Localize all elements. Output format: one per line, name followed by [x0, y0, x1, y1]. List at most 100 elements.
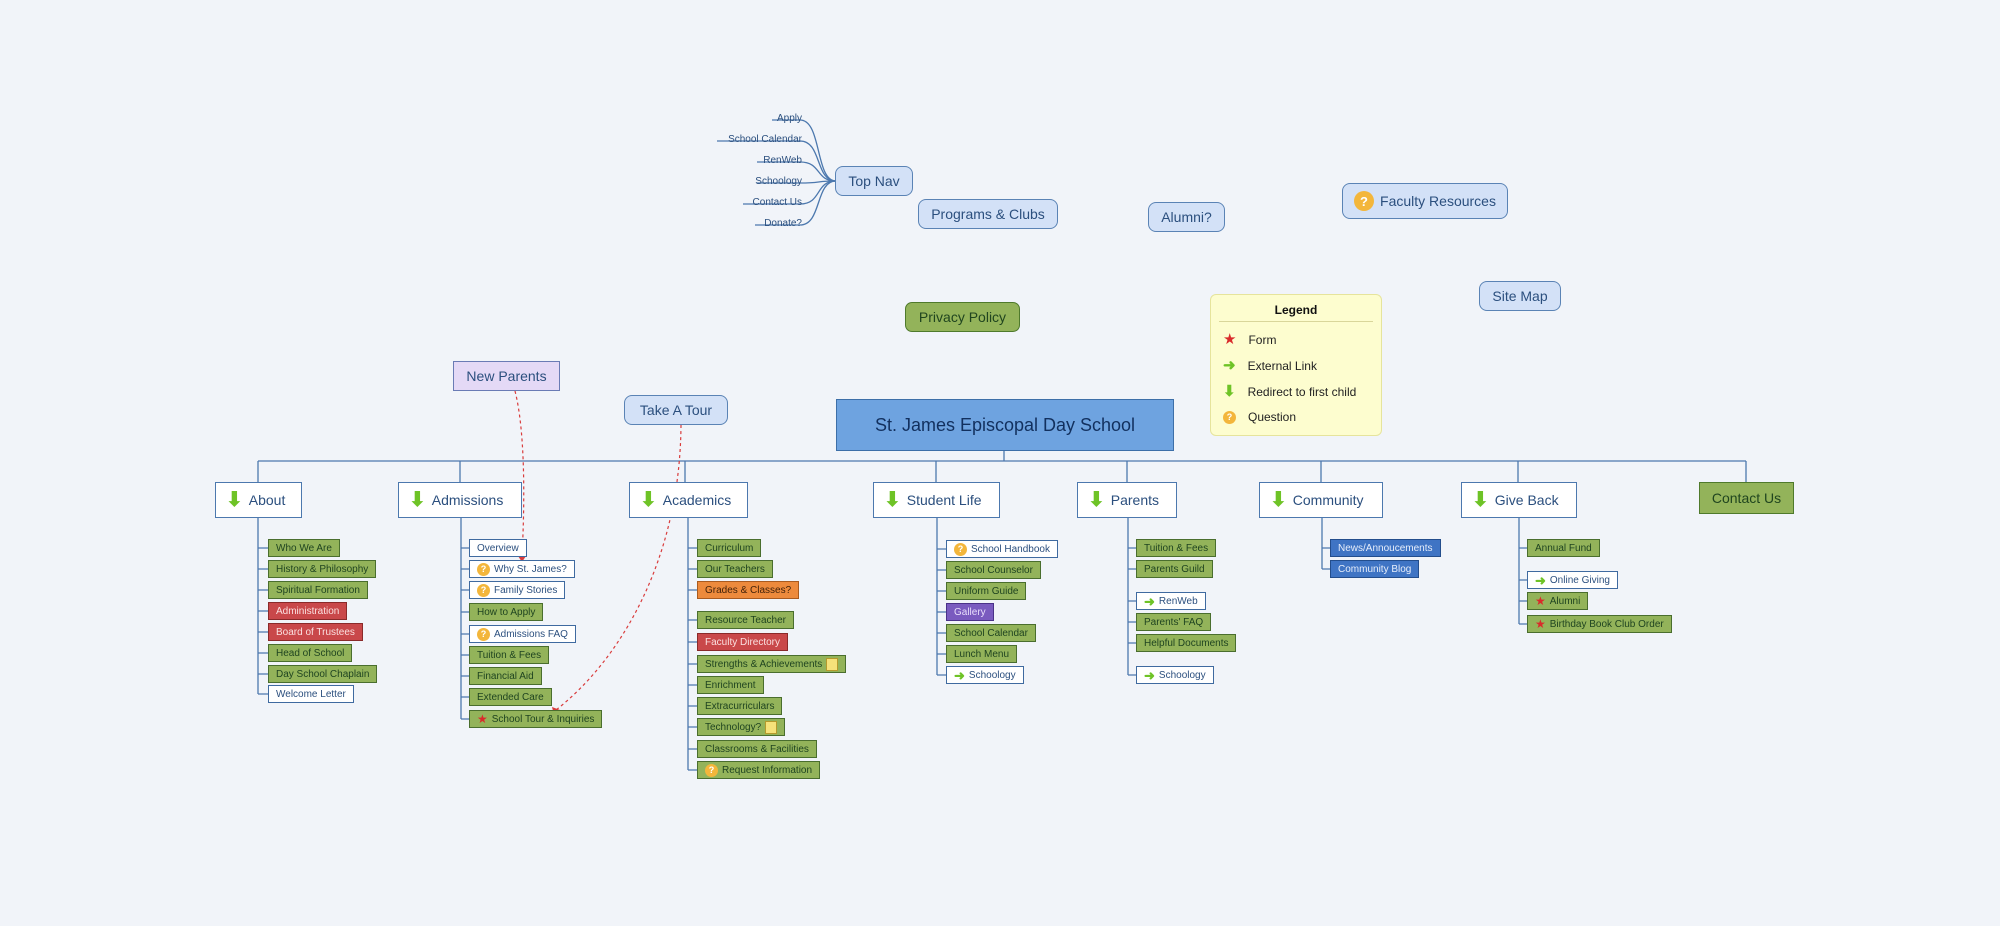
academics-child[interactable]: Grades & Classes? [697, 581, 800, 599]
root-node[interactable]: St. James Episcopal Day School [836, 399, 1174, 451]
branch-label: Student Life [906, 492, 982, 508]
child-label: Day School Chaplain [276, 668, 370, 680]
child-label: Administration [276, 605, 340, 617]
question-icon: ? [1223, 410, 1236, 424]
about-child[interactable]: Who We Are [268, 539, 340, 557]
child-label: Parents' FAQ [1144, 616, 1204, 628]
student-life-child[interactable]: School Counselor [946, 561, 1041, 579]
parents-child[interactable]: Tuition & Fees [1136, 539, 1217, 557]
child-label: Extracurriculars [705, 700, 775, 712]
academics-child[interactable]: Curriculum [697, 539, 762, 557]
academics-child[interactable]: Classrooms & Facilities [697, 740, 817, 758]
about-child[interactable]: Day School Chaplain [268, 665, 378, 683]
academics-child[interactable]: ?Request Information [697, 761, 821, 779]
admissions-child[interactable]: ?Admissions FAQ [469, 625, 576, 643]
child-label: RenWeb [1158, 595, 1198, 607]
admissions-child[interactable]: How to Apply [469, 603, 544, 621]
top-nav-item[interactable]: Contact Us [752, 197, 802, 208]
arrow-down-icon: ⬇ [226, 489, 243, 511]
academics-child[interactable]: Resource Teacher [697, 611, 794, 629]
question-icon: ? [1354, 191, 1375, 211]
branch-academics[interactable]: ⬇ Academics [629, 482, 748, 518]
admissions-child[interactable]: Tuition & Fees [469, 646, 550, 664]
child-label: Spiritual Formation [276, 584, 360, 596]
academics-child[interactable]: Our Teachers [697, 560, 773, 578]
new-parents-node[interactable]: New Parents [453, 361, 560, 391]
about-child[interactable]: Spiritual Formation [268, 581, 368, 599]
arrow-down-icon: ⬇ [640, 489, 657, 511]
site-map-node[interactable]: Site Map [1479, 281, 1561, 311]
academics-child[interactable]: Extracurriculars [697, 697, 783, 715]
arrow-right-icon: ➜ [954, 667, 965, 683]
admissions-child[interactable]: Overview [469, 539, 527, 557]
admissions-child[interactable]: ★School Tour & Inquiries [469, 710, 603, 728]
arrow-down-icon: ⬇ [1088, 489, 1105, 511]
top-nav-item[interactable]: RenWeb [763, 155, 802, 166]
about-child[interactable]: History & Philosophy [268, 560, 377, 578]
parents-child[interactable]: ➜Schoology [1136, 666, 1214, 684]
take-a-tour-node[interactable]: Take A Tour [624, 395, 728, 425]
child-label: Community Blog [1338, 563, 1412, 575]
branch-give-back[interactable]: ⬇ Give Back [1461, 482, 1577, 518]
question-icon: ? [954, 542, 967, 556]
give-back-child[interactable]: ★Birthday Book Club Order [1527, 615, 1672, 633]
child-label: News/Annoucements [1338, 542, 1433, 554]
student-life-child[interactable]: Lunch Menu [946, 645, 1018, 663]
branch-admissions[interactable]: ⬇ Admissions [398, 482, 522, 518]
about-child[interactable]: Head of School [268, 644, 353, 662]
academics-child[interactable]: Faculty Directory [697, 633, 789, 651]
child-label: Who We Are [276, 542, 332, 554]
star-icon: ★ [477, 712, 488, 726]
student-life-child[interactable]: ➜Schoology [946, 666, 1024, 684]
admissions-child[interactable]: Extended Care [469, 688, 552, 706]
parents-child[interactable]: Helpful Documents [1136, 634, 1237, 652]
branch-about[interactable]: ⬇ About [215, 482, 302, 518]
student-life-child[interactable]: Uniform Guide [946, 582, 1027, 600]
admissions-child[interactable]: ?Family Stories [469, 581, 566, 599]
legend-row: ⬇ Redirect to first child [1223, 384, 1381, 399]
parents-child[interactable]: Parents Guild [1136, 560, 1213, 578]
privacy-policy-node[interactable]: Privacy Policy [905, 302, 1020, 332]
top-nav-node[interactable]: Top Nav [835, 166, 913, 196]
community-child[interactable]: Community Blog [1330, 560, 1420, 578]
student-life-child[interactable]: Gallery [946, 603, 994, 621]
question-icon: ? [477, 562, 490, 576]
student-life-child[interactable]: ?School Handbook [946, 540, 1058, 558]
top-nav-item[interactable]: Schoology [755, 176, 802, 187]
child-label: Technology? [705, 721, 762, 733]
admissions-child[interactable]: ? Why St. James? [469, 560, 575, 578]
faculty-resources-node[interactable]: ? Faculty Resources [1342, 183, 1508, 219]
community-child[interactable]: News/Annoucements [1330, 539, 1441, 557]
parents-child[interactable]: ➜RenWeb [1136, 592, 1206, 610]
parents-child[interactable]: Parents' FAQ [1136, 613, 1212, 631]
student-life-child[interactable]: School Calendar [946, 624, 1036, 642]
give-back-child[interactable]: ➜Online Giving [1527, 571, 1618, 589]
top-nav-item[interactable]: School Calendar [728, 134, 802, 145]
branch-student-life[interactable]: ⬇ Student Life [873, 482, 1000, 518]
academics-child[interactable]: Technology? [697, 718, 786, 736]
child-label: Welcome Letter [276, 688, 346, 700]
branch-label: Parents [1110, 492, 1160, 508]
academics-child[interactable]: Strengths & Achievements [697, 655, 847, 673]
alumni-node[interactable]: Alumni? [1148, 202, 1225, 232]
top-nav-item[interactable]: Apply [776, 113, 802, 124]
note-icon [765, 720, 778, 734]
branch-contact-us[interactable]: Contact Us [1699, 482, 1794, 514]
give-back-child[interactable]: Annual Fund [1527, 539, 1600, 557]
child-label: Tuition & Fees [1144, 542, 1209, 554]
question-icon: ? [705, 763, 718, 777]
give-back-child[interactable]: ★Alumni [1527, 592, 1589, 610]
branch-community[interactable]: ⬇ Community [1259, 482, 1383, 518]
about-child[interactable]: Administration [268, 602, 348, 620]
child-label: Why St. James? [494, 563, 567, 575]
top-nav-item[interactable]: Donate? [764, 218, 802, 229]
admissions-child[interactable]: Financial Aid [469, 667, 542, 685]
about-child[interactable]: Welcome Letter [268, 685, 354, 703]
arrow-down-icon: ⬇ [1472, 489, 1489, 511]
academics-child[interactable]: Enrichment [697, 676, 764, 694]
about-child[interactable]: Board of Trustees [268, 623, 363, 641]
branch-parents[interactable]: ⬇ Parents [1077, 482, 1177, 518]
legend-row: ➜ External Link [1223, 358, 1381, 373]
programs-clubs-node[interactable]: Programs & Clubs [918, 199, 1058, 229]
